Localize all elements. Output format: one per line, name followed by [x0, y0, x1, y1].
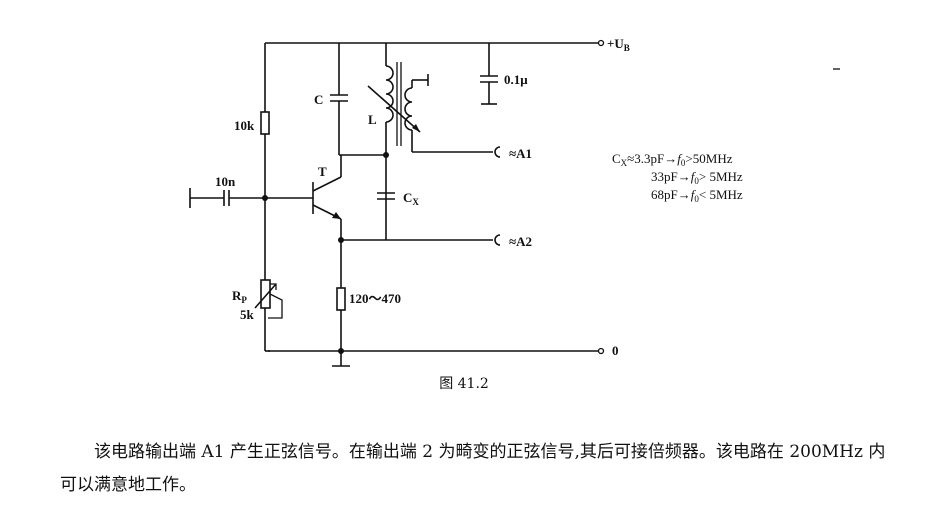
- ground-label: 0: [612, 343, 619, 358]
- capacitor-c-label: C: [314, 92, 323, 107]
- inductor-label: L: [368, 112, 377, 127]
- input-capacitor: [189, 188, 265, 208]
- rp-value-label: 5k: [240, 307, 255, 322]
- output-a1-label: ≈A1: [509, 146, 532, 161]
- capacitor-cx-label: CX: [403, 190, 419, 207]
- inductor-l: [367, 43, 493, 240]
- resistor-10k: [260, 43, 270, 280]
- resistor-10k-label: 10k: [234, 118, 255, 133]
- emitter-resistor: [336, 287, 346, 351]
- rp-label: RP: [232, 288, 247, 305]
- capacitor-cx: [377, 192, 395, 200]
- note-line-1: CX≈3.3pF→f0>50MHz: [612, 151, 733, 168]
- transistor-label: T: [318, 164, 327, 179]
- output-a2-wire: [338, 234, 501, 246]
- ground-rail: [268, 347, 605, 367]
- note-line-2: 33pF→f0> 5MHz: [651, 169, 743, 186]
- capacitor-c: [330, 43, 386, 156]
- emitter-resistor-label: 120～470: [349, 291, 401, 306]
- supply-label: +UB: [607, 36, 630, 53]
- output-a1-terminal: [494, 146, 501, 158]
- potentiometer-rp: [254, 279, 283, 352]
- figure-caption: 图 41.2: [439, 376, 489, 392]
- output-a2-label: ≈A2: [509, 234, 532, 249]
- description-paragraph: 该电路输出端 A1 产生正弦信号。在输出端 2 为畸变的正弦信号,其后可接倍频器…: [60, 442, 886, 495]
- frequency-notes: CX≈3.3pF→f0>50MHz 33pF→f0> 5MHz 68pF→f0<…: [612, 151, 743, 204]
- circuit-diagram: +UB 0 10k 10n RP 5k: [189, 36, 840, 367]
- note-line-3: 68pF→f0< 5MHz: [651, 187, 743, 204]
- supply-rail: [265, 39, 605, 47]
- capacitor-01u-label: 0.1μ: [504, 72, 528, 87]
- transistor-t: [265, 155, 342, 288]
- capacitor-01u: [480, 43, 498, 105]
- input-capacitor-label: 10n: [215, 174, 236, 189]
